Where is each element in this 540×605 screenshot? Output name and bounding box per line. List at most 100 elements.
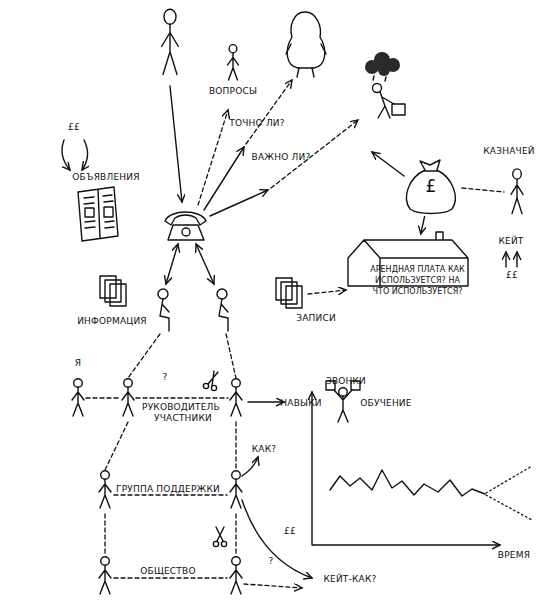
stick-figure bbox=[230, 471, 242, 508]
arrow-line bbox=[372, 152, 404, 176]
paper-sheet bbox=[286, 286, 302, 308]
text-label: ГРУППА ПОДДЕРЖКИ bbox=[116, 484, 220, 494]
text-label: ВОПРОСЫ bbox=[209, 86, 257, 96]
text-label: УЧАСТНИКИ bbox=[154, 413, 212, 423]
newspaper-box bbox=[104, 207, 113, 217]
curved-arrow bbox=[242, 500, 312, 578]
text-label: ОБУЧЕНИЕ bbox=[360, 398, 411, 408]
dashed-line bbox=[128, 334, 160, 378]
dashed-line bbox=[235, 422, 236, 470]
text-label: ОБЩЕСТВО bbox=[140, 566, 195, 576]
dashed-line bbox=[235, 514, 236, 556]
figure-head bbox=[217, 289, 227, 299]
arrow-line bbox=[248, 401, 284, 402]
text-label: КЕЙТ bbox=[498, 236, 523, 246]
text-label: ТОЧНО ЛИ? bbox=[229, 118, 285, 128]
dashed-line bbox=[226, 334, 236, 378]
text-label: РУКОВОДИТЕЛЬ bbox=[142, 402, 220, 412]
arrow-connector bbox=[421, 216, 425, 234]
node-text: £ bbox=[400, 177, 462, 195]
stick-figure bbox=[99, 557, 111, 594]
node-text: АРЕНДНАЯ ПЛАТА КАК ИСПОЛЬЗУЕТСЯ? НА ЧТО … bbox=[366, 264, 469, 297]
curved-arrow bbox=[62, 140, 70, 170]
text-label: ВАЖНО ЛИ? bbox=[252, 152, 311, 162]
figure-head bbox=[373, 84, 382, 93]
dashed-arrow bbox=[198, 110, 228, 205]
arrow-line bbox=[210, 190, 268, 216]
scissors-blade bbox=[208, 371, 218, 386]
dashed-line bbox=[114, 577, 227, 578]
stick-figure bbox=[230, 379, 242, 416]
curved-arrow bbox=[82, 140, 88, 170]
scissors-blade bbox=[216, 527, 224, 541]
paper-sheet bbox=[110, 284, 126, 306]
forecast-line bbox=[486, 495, 532, 520]
suitcase bbox=[392, 104, 405, 115]
calls-line bbox=[330, 470, 485, 496]
text-label: ? bbox=[269, 556, 274, 566]
text-label: ИНФОРМАЦИЯ bbox=[77, 316, 147, 326]
training-figure bbox=[334, 390, 352, 422]
text-label: Я bbox=[75, 358, 81, 368]
text-label: ££ bbox=[506, 270, 518, 280]
fat-figure bbox=[287, 12, 325, 68]
money-bag: £ bbox=[400, 158, 462, 216]
scissors bbox=[213, 527, 226, 547]
chart-axes bbox=[312, 392, 500, 545]
scissors-ring bbox=[213, 541, 218, 546]
figure-head bbox=[158, 289, 168, 299]
stick-figure bbox=[162, 9, 179, 74]
forecast-line bbox=[486, 466, 532, 493]
double-arrow bbox=[166, 244, 178, 284]
up-arrow bbox=[516, 252, 517, 267]
telephone-base bbox=[168, 225, 204, 240]
text-label: ВРЕМЯ bbox=[498, 550, 530, 560]
fat-figure-limbs bbox=[286, 44, 326, 77]
rain-drops bbox=[373, 76, 386, 81]
text-label: ££ bbox=[284, 526, 296, 536]
scissors bbox=[203, 371, 218, 391]
text-label: ЗВОНКИ bbox=[326, 376, 366, 386]
text-label: ££ bbox=[68, 122, 80, 132]
text-label: ОБЪЯВЛЕНИЯ bbox=[72, 172, 139, 182]
stick-figure bbox=[122, 379, 134, 416]
newspaper bbox=[78, 187, 118, 241]
text-label: КЕЙТ-КАК? bbox=[323, 574, 376, 584]
stick-figure bbox=[511, 169, 523, 214]
dashed-arrow bbox=[244, 584, 302, 588]
text-label: НАВЫКИ bbox=[280, 398, 321, 408]
dashed-line bbox=[462, 188, 504, 192]
scissors-ring bbox=[221, 541, 226, 546]
stick-figure bbox=[230, 557, 242, 594]
stick-figure bbox=[228, 45, 239, 80]
newspaper-lines bbox=[84, 195, 114, 228]
telephone-handset bbox=[165, 212, 206, 225]
sitting-figure bbox=[160, 299, 169, 331]
text-label: КАЗНАЧЕЙ bbox=[483, 146, 534, 156]
newspaper-box bbox=[85, 208, 94, 217]
dashed-line bbox=[86, 397, 120, 398]
dashed-line bbox=[114, 494, 227, 495]
up-arrow bbox=[505, 252, 506, 267]
dashed-line bbox=[104, 514, 105, 556]
text-label: ЗАПИСИ bbox=[296, 313, 336, 323]
text-label: ? bbox=[163, 372, 168, 382]
arrow-line bbox=[170, 86, 182, 202]
dashed-line bbox=[136, 397, 228, 398]
stick-figure bbox=[72, 379, 84, 416]
dashed-arrow bbox=[308, 290, 346, 294]
house: АРЕНДНАЯ ПЛАТА КАК ИСПОЛЬЗУЕТСЯ? НА ЧТО … bbox=[340, 234, 475, 356]
sitting-figure bbox=[219, 299, 228, 331]
telephone-dial bbox=[182, 228, 190, 236]
curved-arrow bbox=[242, 457, 258, 476]
stick-figure bbox=[99, 471, 111, 508]
double-arrow bbox=[196, 244, 214, 284]
figure-head bbox=[339, 388, 348, 397]
text-label: КАК? bbox=[252, 444, 277, 454]
arrow-line bbox=[204, 147, 244, 210]
rain-cloud bbox=[378, 64, 390, 76]
dashed-line bbox=[105, 422, 128, 470]
